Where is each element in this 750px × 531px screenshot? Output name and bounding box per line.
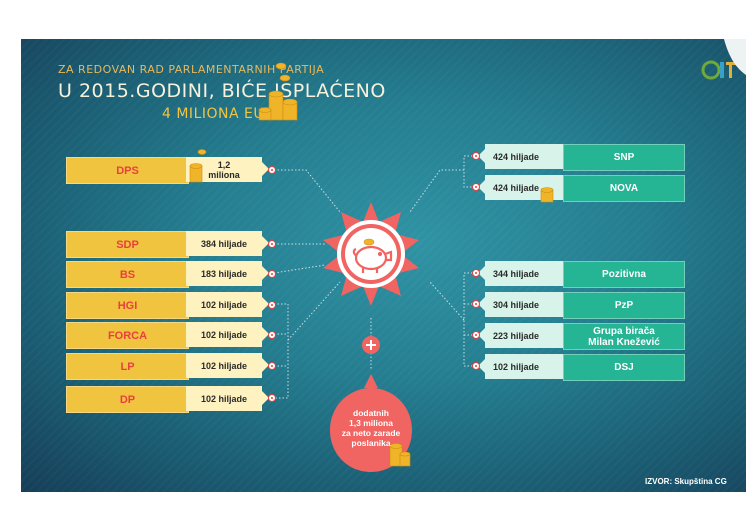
party-forca: FORCA	[66, 322, 189, 349]
connector-snp-nova	[409, 155, 476, 213]
coin-stack-icon	[258, 62, 298, 121]
connector-dot	[268, 166, 276, 174]
connector-dot	[268, 301, 276, 309]
cdt-logo-icon	[701, 60, 736, 80]
connector-dot	[268, 394, 276, 402]
party-pozitivna: Pozitivna	[563, 261, 685, 288]
connector-dot	[268, 270, 276, 278]
coin-stack-icon	[389, 443, 411, 467]
bonus-line3: za neto zarade	[341, 428, 401, 438]
title-line-2: U 2015.GODINI, BIĆE ISPLAĆENO	[58, 80, 386, 102]
connector-dps	[274, 169, 341, 213]
bonus-line1: dodatnih	[353, 408, 389, 418]
party-grupa-biraca-line1: Grupa birača	[593, 325, 655, 337]
party-dps: DPS	[66, 157, 189, 184]
value-forca: 102 hiljade	[186, 322, 269, 347]
connector-dot	[268, 331, 276, 339]
bonus-line2: 1,3 miliona	[349, 418, 393, 428]
party-dp: DP	[66, 386, 189, 413]
value-pzp: 304 hiljade	[478, 292, 565, 317]
bonus-text: dodatnih 1,3 miliona za neto zarade posl…	[336, 408, 406, 448]
party-nova: NOVA	[563, 175, 685, 202]
value-snp: 424 hiljade	[478, 144, 565, 169]
value-grupa-biraca: 223 hiljade	[478, 323, 565, 348]
plus-icon	[362, 336, 380, 354]
value-dp: 102 hiljade	[186, 386, 269, 411]
piggy-bank-badge	[323, 202, 419, 306]
connector-small-group	[274, 281, 341, 399]
coin-stack-icon	[189, 149, 207, 183]
connector-dot	[472, 269, 480, 277]
page-curl-icon	[716, 39, 746, 75]
party-grupa-biraca: Grupa birača Milan Knežević	[563, 323, 685, 350]
value-dps-line1: 1,2	[217, 159, 231, 170]
party-dsj: DSJ	[563, 354, 685, 381]
party-bs: BS	[66, 261, 189, 288]
coin-icon	[363, 238, 375, 246]
value-bs: 183 hiljade	[186, 261, 269, 286]
party-snp: SNP	[563, 144, 685, 171]
piggy-bank-icon	[352, 245, 393, 273]
connector-dot	[472, 152, 480, 160]
connector-dot	[268, 362, 276, 370]
connector-bs	[273, 264, 326, 274]
party-sdp: SDP	[66, 231, 189, 258]
value-pozitivna: 344 hiljade	[478, 261, 565, 286]
starburst-badge	[323, 202, 419, 306]
connector-dot	[472, 362, 480, 370]
value-dps-line2: miliona	[208, 169, 240, 180]
connector-dot	[472, 300, 480, 308]
title-line-3: 4 MILIONA EURA	[162, 106, 284, 122]
value-sdp: 384 hiljade	[186, 231, 269, 256]
title-line-1: ZA REDOVAN RAD PARLAMENTARNIH PARTIJA	[58, 63, 325, 76]
connector-right-group	[429, 272, 476, 367]
coin-stack-icon	[540, 187, 554, 203]
bonus-line4: poslanika	[351, 438, 391, 448]
source-credit: IZVOR: Skupština CG	[645, 477, 727, 486]
value-hgi: 102 hiljade	[186, 292, 269, 317]
party-hgi: HGI	[66, 292, 189, 319]
bonus-badge	[330, 374, 412, 472]
party-grupa-biraca-line2: Milan Knežević	[588, 336, 660, 348]
value-dsj: 102 hiljade	[478, 354, 565, 379]
connector-dot	[268, 240, 276, 248]
party-lp: LP	[66, 353, 189, 380]
value-lp: 102 hiljade	[186, 353, 269, 378]
connector-dot	[472, 183, 480, 191]
party-pzp: PzP	[563, 292, 685, 319]
connector-dot	[472, 331, 480, 339]
